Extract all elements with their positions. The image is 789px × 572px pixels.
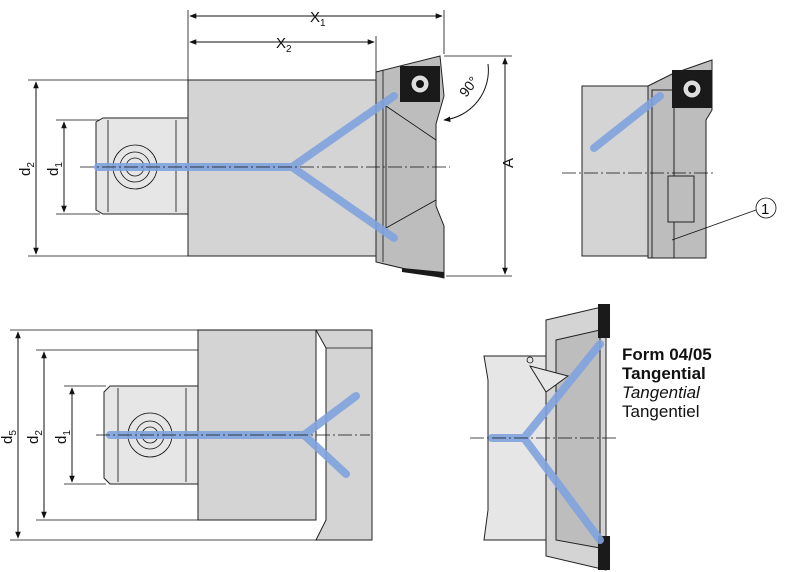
- tangential-shank: [483, 355, 549, 541]
- label-d5: d5: [0, 430, 19, 444]
- callout-label: 1: [761, 201, 769, 218]
- view-front-detail: 1: [562, 59, 777, 259]
- label-x1: X1: [310, 9, 326, 29]
- form-caption: Form 04/05 Tangential Tangential Tangent…: [622, 345, 712, 421]
- label-d1: d1: [45, 162, 65, 176]
- label-a: A: [500, 158, 517, 168]
- insert-bottom: [402, 268, 444, 278]
- caption-de: Tangential: [622, 364, 706, 383]
- label-d2: d2: [17, 162, 37, 176]
- label-x2: X2: [276, 35, 292, 55]
- view-side-shank: X1 X2 90° A d2 d1: [17, 9, 517, 279]
- detail-insert-seat: [651, 89, 675, 259]
- callout-circle: [755, 197, 777, 219]
- detail-coolant: [590, 92, 664, 152]
- label-d2-b: d2: [25, 430, 45, 444]
- tangential-insert-bottom: [598, 536, 610, 570]
- caption-fr: Tangentiel: [622, 402, 700, 421]
- callout-leader: [671, 209, 757, 241]
- dim-angle: [443, 63, 489, 123]
- detail-block: [667, 175, 695, 223]
- caption-en: Tangential: [622, 383, 700, 402]
- tangential-insert-top: [598, 304, 610, 338]
- label-d1-b: d1: [53, 430, 73, 444]
- view-tangential: [470, 304, 618, 571]
- main-body-b: [197, 329, 317, 521]
- view-side-large: d5 d2 d1: [0, 329, 373, 541]
- label-angle: 90°: [456, 73, 482, 100]
- caption-form: Form 04/05: [622, 345, 712, 364]
